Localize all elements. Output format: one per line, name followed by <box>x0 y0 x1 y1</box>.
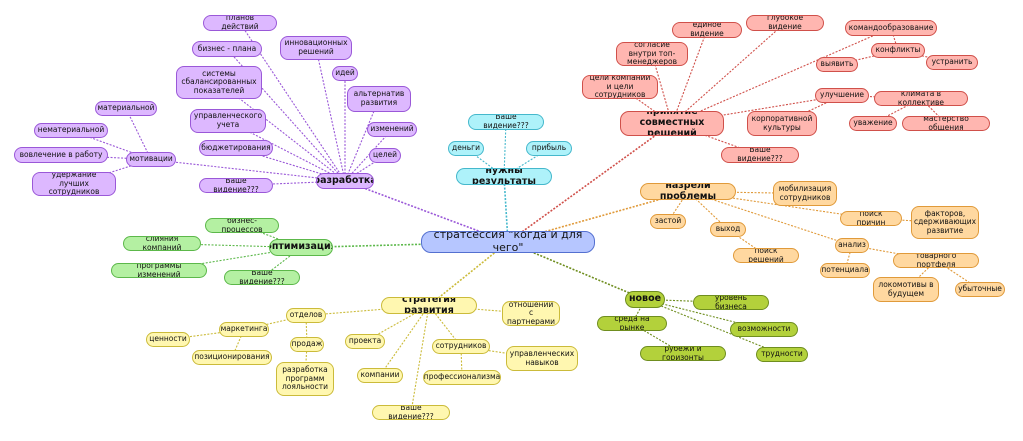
link-node-joint-decisions-node-deep-vision <box>671 22 786 124</box>
node-optimization-vision[interactable]: Ваше видение??? <box>224 270 300 285</box>
node-company-goals[interactable]: цели компании и цели сотрудников <box>582 75 658 99</box>
node-analysis[interactable]: анализ <box>835 238 869 253</box>
node-joint-decisions[interactable]: принятие совместных решений <box>620 111 724 136</box>
node-budgeting[interactable]: бюджетирования <box>199 140 273 156</box>
node-professionalism[interactable]: профессионализма <box>423 370 501 385</box>
node-factors[interactable]: факторов, сдерживающих развитие <box>911 206 979 239</box>
node-razrabotka[interactable]: разработка <box>316 173 374 189</box>
node-strategy-vision[interactable]: Ваше видение??? <box>372 405 450 420</box>
node-consensus[interactable]: согласие внутри топ-менеджеров <box>616 42 688 66</box>
node-results-vision[interactable]: Ваше видение??? <box>468 114 544 130</box>
node-partners[interactable]: отношений с партнерами <box>502 301 560 326</box>
node-employees[interactable]: сотрудников <box>432 339 490 354</box>
node-positioning[interactable]: позиционирования <box>192 350 272 365</box>
node-mergers[interactable]: слияния компаний <box>123 236 201 251</box>
link-root-node-node-joint-decisions <box>507 122 673 243</box>
node-money[interactable]: деньги <box>448 141 484 156</box>
node-eliminate[interactable]: устранить <box>926 55 978 70</box>
node-mgmt-accounting[interactable]: управленческого учета <box>190 109 266 133</box>
node-exit[interactable]: выход <box>710 222 746 237</box>
node-locomotives[interactable]: локомотивы в будущем <box>873 277 939 302</box>
node-sales[interactable]: продаж <box>290 337 324 352</box>
node-teambuilding[interactable]: командообразование <box>845 20 937 36</box>
node-material[interactable]: материальной <box>95 101 157 116</box>
link-node-joint-decisions-node-single-vision <box>671 29 708 124</box>
node-mgmt-skills[interactable]: управленческих навыков <box>506 346 578 371</box>
node-nonmaterial[interactable]: нематериальной <box>34 123 108 138</box>
node-goals[interactable]: целей <box>369 148 401 163</box>
node-results[interactable]: нужны результаты <box>456 168 552 185</box>
node-respect[interactable]: уважение <box>849 116 897 131</box>
link-root-node-node-strategy <box>428 241 509 307</box>
node-causes[interactable]: поиск причин <box>840 211 902 226</box>
node-conflicts[interactable]: конфликты <box>871 43 925 58</box>
node-departments[interactable]: отделов <box>286 308 326 323</box>
node-motivation[interactable]: мотивации <box>126 152 176 167</box>
link-node-razrabotka-node-alternatives <box>344 98 380 182</box>
node-company[interactable]: компании <box>357 368 403 383</box>
node-engagement[interactable]: вовлечение в работу <box>14 147 108 163</box>
link-node-new-node-difficulties <box>644 298 783 356</box>
node-communication[interactable]: мастерство общения <box>902 116 990 131</box>
link-node-joint-decisions-node-teambuilding <box>671 27 892 125</box>
link-node-razrabotka-node-innovations <box>315 47 346 182</box>
node-change-programs[interactable]: программы изменений <box>111 263 207 278</box>
link-node-razrabotka-node-changes <box>344 129 393 182</box>
node-bsc[interactable]: системы сбалансированных показателей <box>176 66 262 99</box>
node-climate[interactable]: климата в коллективе <box>874 91 968 106</box>
node-project[interactable]: проекта <box>345 334 385 349</box>
link-node-razrabotka-node-motivation <box>150 158 346 182</box>
node-problems[interactable]: назрели проблемы <box>640 183 736 200</box>
node-alternatives[interactable]: альтернатив развития <box>347 86 411 112</box>
node-loyalty[interactable]: разработка программ лояльности <box>276 362 334 396</box>
node-optimization[interactable]: оптимизация <box>269 239 333 256</box>
link-node-motivation-node-material <box>125 108 152 160</box>
node-opportunities[interactable]: возможности <box>730 322 798 337</box>
node-plans[interactable]: планов действий <box>203 15 277 31</box>
node-business-level[interactable]: уровень бизнеса <box>693 295 769 310</box>
node-business-processes[interactable]: бизнес-процессов <box>205 218 279 233</box>
link-node-strategy-node-company <box>379 305 430 376</box>
node-single-vision[interactable]: единое видение <box>672 22 742 38</box>
node-solutions[interactable]: поиск решений <box>733 248 799 263</box>
node-retention[interactable]: удержание лучших сотрудников <box>32 172 116 196</box>
link-root-node-node-optimization <box>300 241 509 249</box>
node-ideas[interactable]: идей <box>332 66 358 81</box>
node-innovations[interactable]: инновационных решений <box>280 36 352 60</box>
node-frontiers[interactable]: рубежи и горизонты <box>640 346 726 361</box>
link-node-problems-node-analysis <box>687 190 853 247</box>
link-node-strategy-node-departments <box>305 304 430 317</box>
node-identify[interactable]: выявить <box>816 57 858 72</box>
link-node-strategy-node-strategy-vision <box>410 305 430 413</box>
node-corporate-culture[interactable]: корпоративной культуры <box>747 111 817 136</box>
node-changes[interactable]: изменений <box>367 122 417 137</box>
node-portfolio[interactable]: товарного портфеля <box>893 253 979 268</box>
link-node-problems-node-stagnation <box>667 191 689 222</box>
node-difficulties[interactable]: трудности <box>756 347 808 362</box>
node-decisions-vision[interactable]: Ваше видение??? <box>721 147 799 163</box>
node-mobilization[interactable]: мобилизация сотрудников <box>773 181 837 206</box>
node-unprofitable[interactable]: убыточные <box>955 282 1005 297</box>
node-market-environment[interactable]: среда на рынке <box>597 316 667 331</box>
node-business-plan[interactable]: бизнес - плана <box>192 41 262 57</box>
node-new[interactable]: новое <box>625 291 665 308</box>
node-profit[interactable]: прибыль <box>526 141 572 156</box>
node-potential[interactable]: потенциала <box>820 263 870 278</box>
node-improvement[interactable]: улучшение <box>815 88 869 103</box>
node-razrabotka-vision[interactable]: Ваше видение??? <box>199 178 273 193</box>
node-values[interactable]: ценности <box>146 332 190 347</box>
root-node[interactable]: стратсессия "когда и для чего" <box>421 231 595 253</box>
node-stagnation[interactable]: застой <box>650 214 686 229</box>
node-marketing[interactable]: маркетинга <box>219 322 269 337</box>
node-strategy[interactable]: стратегия развития <box>381 297 477 314</box>
node-deep-vision[interactable]: глубокое видение <box>746 15 824 31</box>
